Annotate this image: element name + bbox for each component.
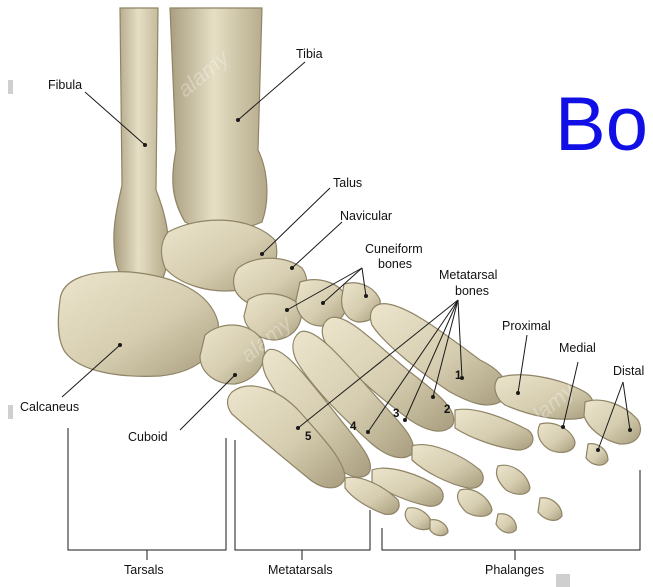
group-label-tarsals: Tarsals: [124, 563, 164, 577]
toe-phalanx: [405, 508, 432, 530]
heading-fragment: Bo: [555, 82, 648, 167]
corner-mark: [8, 80, 13, 94]
toe-phalanx: [458, 489, 492, 516]
corner-mark: [556, 574, 570, 587]
label-tibia: Tibia: [296, 47, 323, 61]
label-medial: Medial: [559, 341, 596, 355]
toe-phalanx: [430, 520, 448, 536]
metatarsal-number-1: 1: [455, 370, 462, 382]
label-navicular: Navicular: [340, 209, 392, 223]
label-metatarsal-line2: bones: [455, 284, 489, 298]
group-label-metatarsals: Metatarsals: [268, 563, 333, 577]
label-proximal: Proximal: [502, 319, 551, 333]
toe-phalanx: [496, 514, 516, 533]
label-talus: Talus: [333, 176, 362, 190]
label-cuneiform-line2: bones: [378, 257, 412, 271]
label-metatarsal-line1: Metatarsal: [439, 268, 497, 282]
label-fibula: Fibula: [48, 78, 82, 92]
tibia-bone: [170, 8, 267, 230]
bone-illustration: [58, 8, 640, 536]
toe-phalanx: [538, 498, 562, 521]
metatarsal-number-4: 4: [350, 421, 357, 433]
calcaneus-bone: [58, 272, 218, 377]
label-cuneiform-line1: Cuneiform: [365, 242, 423, 256]
metatarsal-number-5: 5: [305, 431, 312, 443]
metatarsal-number-2: 2: [444, 404, 450, 416]
toe-phalanx: [586, 444, 608, 465]
toe-phalanx: [584, 400, 640, 444]
group-label-phalanges: Phalanges: [485, 563, 544, 577]
toe-phalanx: [496, 465, 530, 494]
label-cuboid: Cuboid: [128, 430, 168, 444]
metatarsal-number-3: 3: [393, 408, 399, 420]
label-distal: Distal: [613, 364, 644, 378]
toe-phalanx: [538, 423, 575, 452]
corner-mark: [8, 405, 13, 419]
label-calcaneus: Calcaneus: [20, 400, 79, 414]
fibula-bone: [114, 8, 169, 289]
